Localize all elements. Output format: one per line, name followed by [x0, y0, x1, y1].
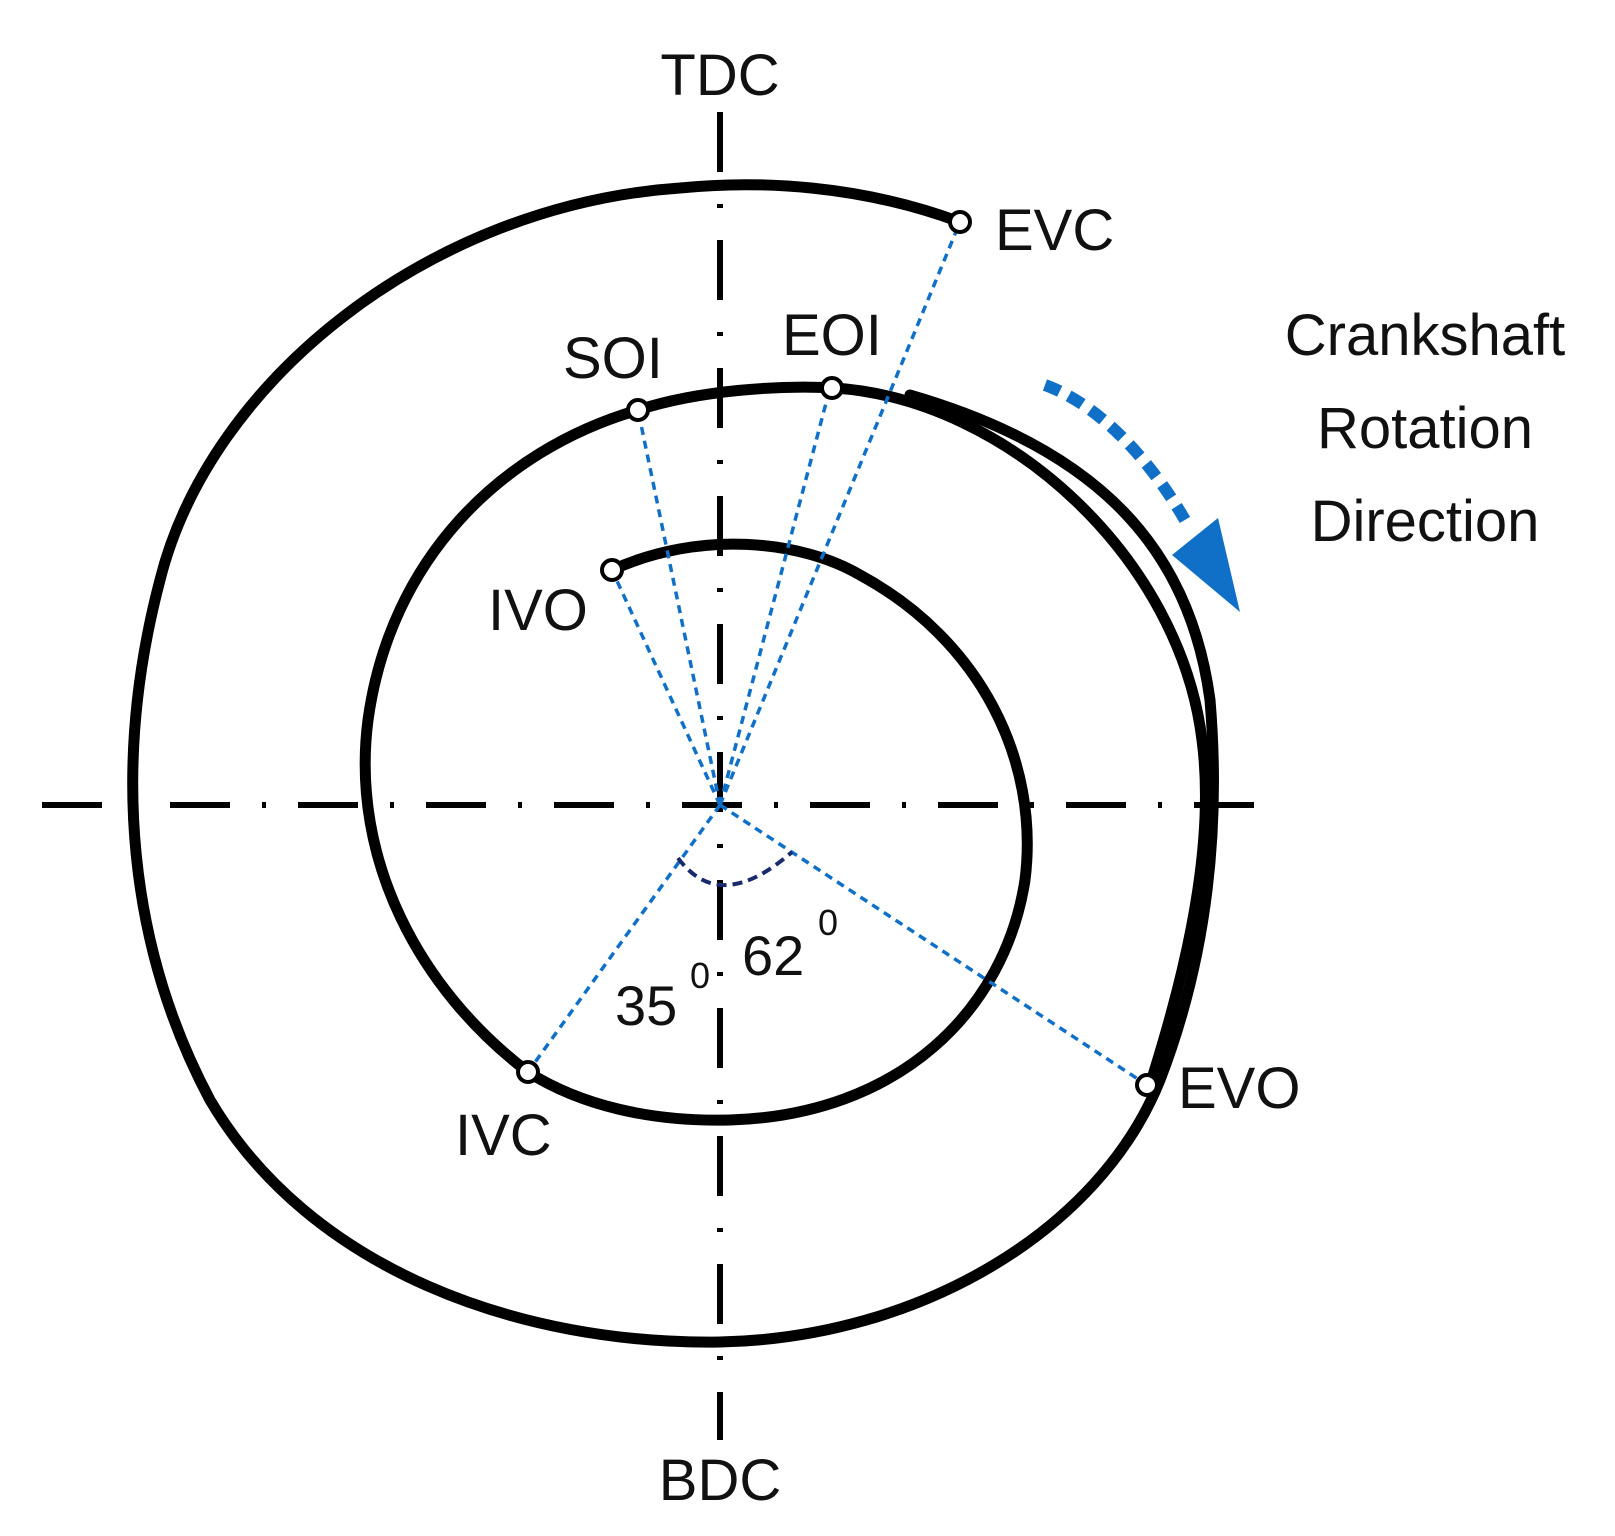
rotation-caption-line-3: Direction	[1311, 489, 1540, 554]
exhaust-ring	[127, 179, 1219, 1348]
rotation-caption-line-1: Crankshaft	[1285, 303, 1565, 368]
angle-evo-degree: 0	[818, 902, 838, 943]
evc-label: EVC	[995, 198, 1114, 263]
intake-ring	[522, 538, 1033, 1126]
middle-ring-left	[359, 404, 644, 1078]
angle-ivc-degree: 0	[690, 955, 710, 996]
soi-label: SOI	[563, 326, 663, 391]
ray-ivo	[610, 569, 722, 806]
ivo-label: IVO	[488, 578, 588, 643]
tdc-label: TDC	[660, 43, 779, 108]
marker-evc	[948, 210, 972, 234]
marker-evo	[1135, 1073, 1159, 1097]
evo-label: EVO	[1178, 1056, 1301, 1121]
angle-evo-value: 62	[742, 924, 804, 987]
injection-ring	[632, 381, 1211, 1091]
marker-ivo	[600, 558, 624, 582]
angle-ivc-value: 35	[615, 974, 677, 1037]
ivc-label: IVC	[455, 1103, 552, 1168]
marker-soi	[626, 398, 650, 422]
bdc-label: BDC	[659, 1448, 781, 1513]
marker-ivc	[516, 1060, 540, 1084]
marker-eoi	[820, 376, 844, 400]
ray-soi	[636, 409, 722, 806]
eoi-label: EOI	[782, 303, 882, 368]
rotation-arrow-head	[1172, 518, 1240, 612]
rotation-caption-line-2: Rotation	[1317, 396, 1533, 461]
ray-evc	[718, 221, 962, 806]
ray-eoi	[718, 387, 832, 806]
angle-arc	[676, 850, 794, 888]
